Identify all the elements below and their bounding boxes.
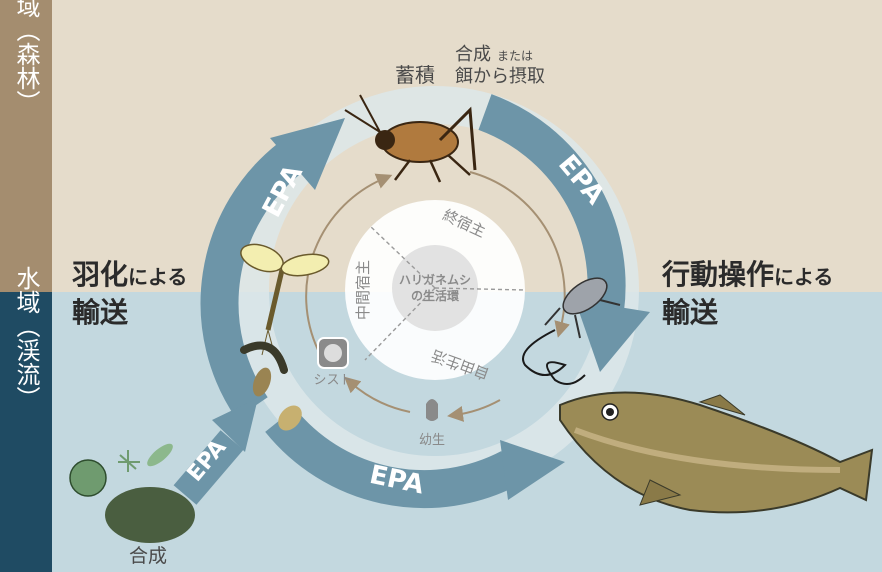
larva-icon bbox=[426, 399, 438, 421]
emergence-title: 羽化による bbox=[72, 258, 187, 291]
land-side-label: 陸域（森林） bbox=[12, 0, 40, 114]
cycle-arrow-bottom-left bbox=[344, 376, 411, 413]
land-sidebar bbox=[0, 0, 52, 292]
cycle-arrow-left bbox=[305, 173, 393, 351]
manipulation-subtitle: 輸送 bbox=[662, 296, 718, 329]
or-label: または bbox=[497, 49, 533, 63]
synth-label: 合成 bbox=[455, 44, 491, 65]
hairworm-icon bbox=[522, 329, 586, 385]
host-cricket-icon bbox=[544, 277, 621, 339]
larvae-icon bbox=[240, 341, 302, 431]
intermediate-host-label: 中間宿主 bbox=[354, 260, 372, 320]
epa-arrow-small bbox=[173, 398, 258, 505]
epa-arrow-right bbox=[478, 94, 650, 372]
cyst-label: シスト bbox=[313, 373, 352, 388]
manipulation-title: 行動操作による bbox=[661, 258, 833, 291]
larva-label: 幼生 bbox=[419, 433, 445, 448]
accumulate-label: 蓄積 bbox=[395, 63, 435, 87]
epa-arrow-bottom bbox=[265, 407, 565, 509]
water-side-label: 水域（渓流） bbox=[12, 266, 40, 410]
fish-icon bbox=[559, 391, 874, 514]
life-cycle-title-2: の生活環 bbox=[411, 288, 460, 303]
water-sidebar bbox=[0, 292, 52, 572]
cycle-arrow-bottom-right bbox=[447, 399, 501, 422]
life-cycle-title-1: ハリガネムシ bbox=[399, 272, 471, 287]
bottom-synth-label: 合成 bbox=[129, 545, 167, 567]
feed-label: 餌から摂取 bbox=[455, 66, 545, 87]
cricket-icon bbox=[344, 94, 477, 183]
algae-icon bbox=[69, 443, 195, 543]
emergence-subtitle: 輸送 bbox=[72, 296, 128, 329]
epa-arrow-left bbox=[200, 118, 345, 419]
